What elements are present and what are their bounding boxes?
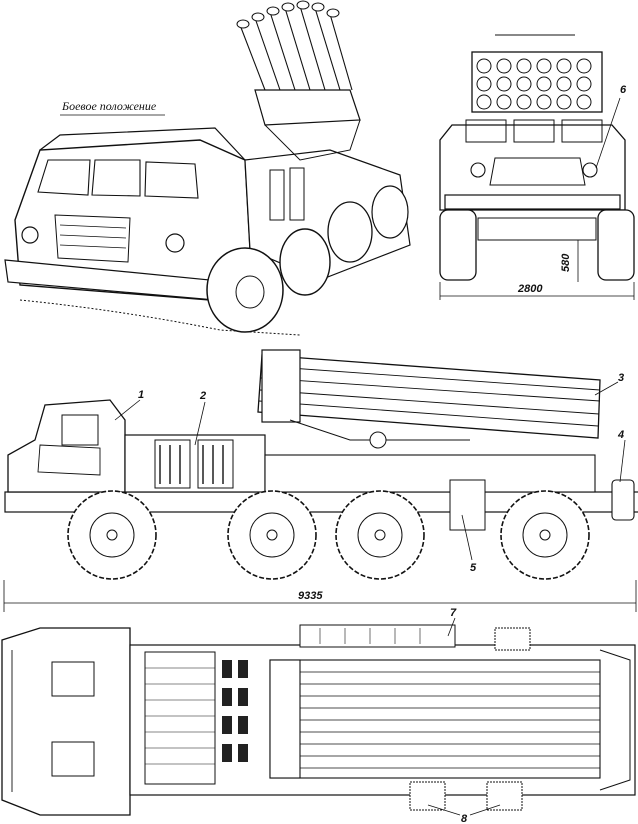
callout-7: 7 — [450, 607, 457, 619]
clearance-dimension: 580 — [560, 253, 572, 272]
side-launcher-tubes — [257, 349, 601, 449]
callout-2: 2 — [199, 390, 206, 402]
callout-6: 6 — [620, 84, 627, 96]
rear-view: 580 2800 6 — [439, 34, 635, 300]
combat-position-caption: Боевое положение — [61, 99, 157, 113]
callout-4: 4 — [617, 429, 624, 441]
side-view: 1 2 3 4 5 9335 — [3, 349, 638, 612]
width-dimension: 2800 — [517, 283, 543, 295]
perspective-wheels — [206, 185, 409, 333]
callout-1: 1 — [138, 389, 144, 401]
length-dimension: 9335 — [298, 590, 323, 602]
callout-5: 5 — [470, 562, 477, 574]
side-wheels — [67, 490, 590, 580]
callout-8: 8 — [461, 813, 468, 824]
perspective-view: Боевое положение — [4, 0, 411, 336]
callout-3: 3 — [618, 372, 624, 384]
top-view: 7 8 — [1, 607, 636, 824]
launcher-pack-raised — [236, 0, 361, 161]
